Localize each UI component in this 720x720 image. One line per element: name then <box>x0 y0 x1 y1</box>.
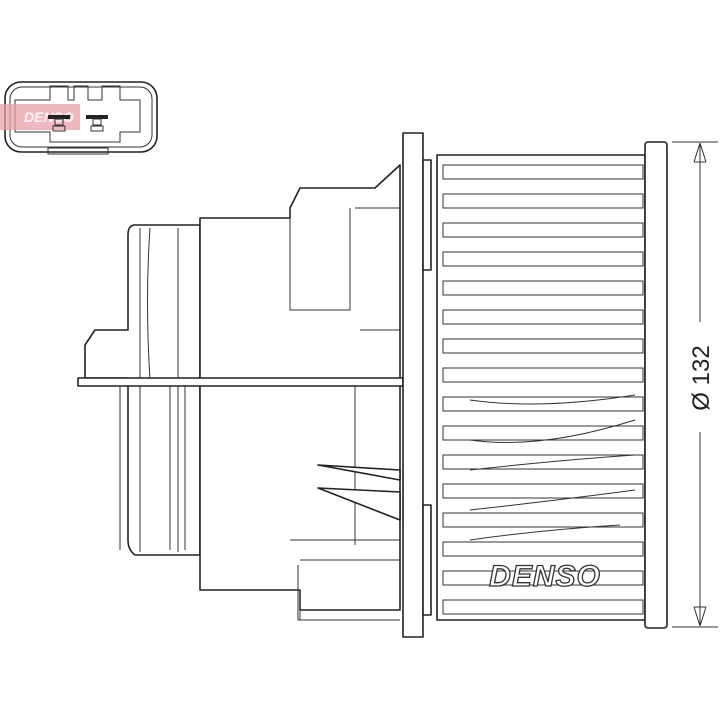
fan-slat <box>442 193 644 209</box>
diameter-dimension: Ø 132 <box>672 141 718 628</box>
fan-logo: DENSO <box>489 560 601 593</box>
fan-slat <box>442 541 644 557</box>
fan-slat <box>442 483 644 499</box>
fan-slat <box>442 454 644 470</box>
fan-slat <box>442 222 644 238</box>
fan-slat <box>442 512 644 528</box>
fan-slat <box>442 164 644 180</box>
fan-slat <box>442 309 644 325</box>
fan-slat <box>442 280 644 296</box>
fan-slat <box>442 338 644 354</box>
diameter-label: Ø 132 <box>688 345 715 410</box>
fan-wheel: DENSO <box>436 154 646 621</box>
fan-slat <box>442 599 644 615</box>
terminal-pin <box>48 115 70 119</box>
fan-slat <box>442 367 644 383</box>
fan-slat <box>442 251 644 267</box>
mounting-flange <box>402 132 424 638</box>
fan-rim <box>644 141 668 629</box>
terminal-pin <box>86 115 108 119</box>
fan-slat <box>442 396 644 412</box>
fan-slat <box>442 570 644 586</box>
connector-view: DENSO <box>0 81 158 155</box>
motor-housing <box>77 164 404 621</box>
